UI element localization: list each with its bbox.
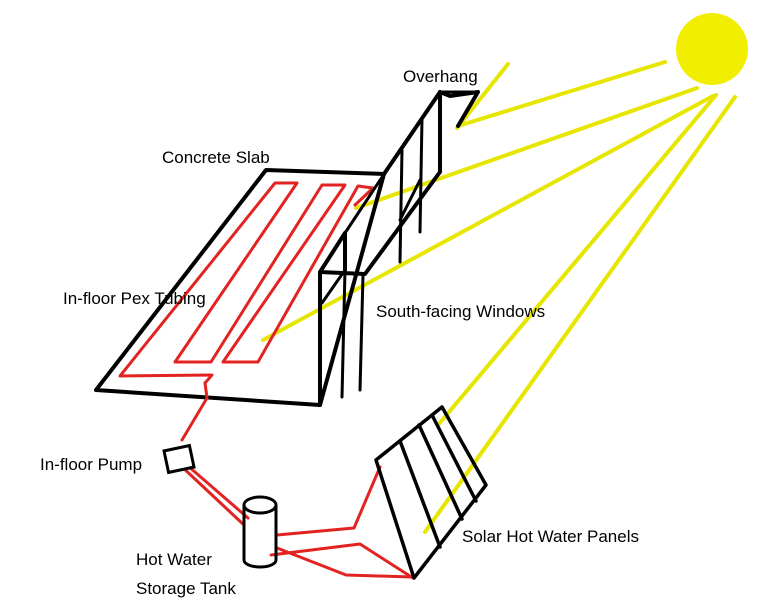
- south-windows-label: South-facing Windows: [376, 302, 546, 321]
- panel-divider-1: [398, 439, 442, 549]
- pump-label: In-floor Pump: [40, 455, 143, 474]
- sun-rays: [261, 60, 737, 534]
- ray-window-upper: [354, 86, 699, 210]
- piping: [178, 381, 415, 580]
- ray-overhang: [456, 60, 667, 128]
- ray-panel-upper: [436, 93, 718, 427]
- sun-icon: [676, 13, 748, 85]
- pipe-tank-return: [275, 546, 414, 579]
- panel-divider-3: [430, 413, 478, 503]
- solar-panels-label: Solar Hot Water Panels: [462, 527, 639, 546]
- concrete-slab-label: Concrete Slab: [162, 148, 270, 167]
- pipe-tank-to-panel-top: [275, 465, 382, 537]
- tank-label-line2: Storage Tank: [136, 579, 236, 598]
- tank-label-line1: Hot Water: [136, 550, 212, 569]
- tank-bottom: [242, 559, 278, 569]
- pex-tubing: [118, 181, 375, 385]
- pex-tubing-label: In-floor Pex Tubing: [63, 289, 206, 308]
- ray-window-lower: [261, 94, 715, 342]
- pipe-slab-to-pump: [180, 381, 209, 442]
- ray-panel-lower: [423, 95, 737, 534]
- pipe-tank-to-panel-bottom: [269, 542, 415, 580]
- pipe-pump-to-tank-a: [178, 463, 246, 527]
- panel-divider-2: [417, 423, 464, 521]
- tank-top: [242, 495, 278, 515]
- panel-frame: [374, 405, 488, 580]
- concrete-slab: [94, 168, 386, 407]
- ray-overhang-tip: [455, 62, 510, 130]
- solar-panel-icon: [374, 405, 488, 580]
- pump-icon: [162, 443, 196, 475]
- pipe-pump-to-tank-b: [186, 464, 250, 520]
- window-wall: [318, 90, 480, 407]
- slab-outline: [94, 168, 386, 407]
- window-mullions: [320, 116, 424, 399]
- tank-icon: [242, 495, 278, 569]
- overhang-label: Overhang: [403, 67, 478, 86]
